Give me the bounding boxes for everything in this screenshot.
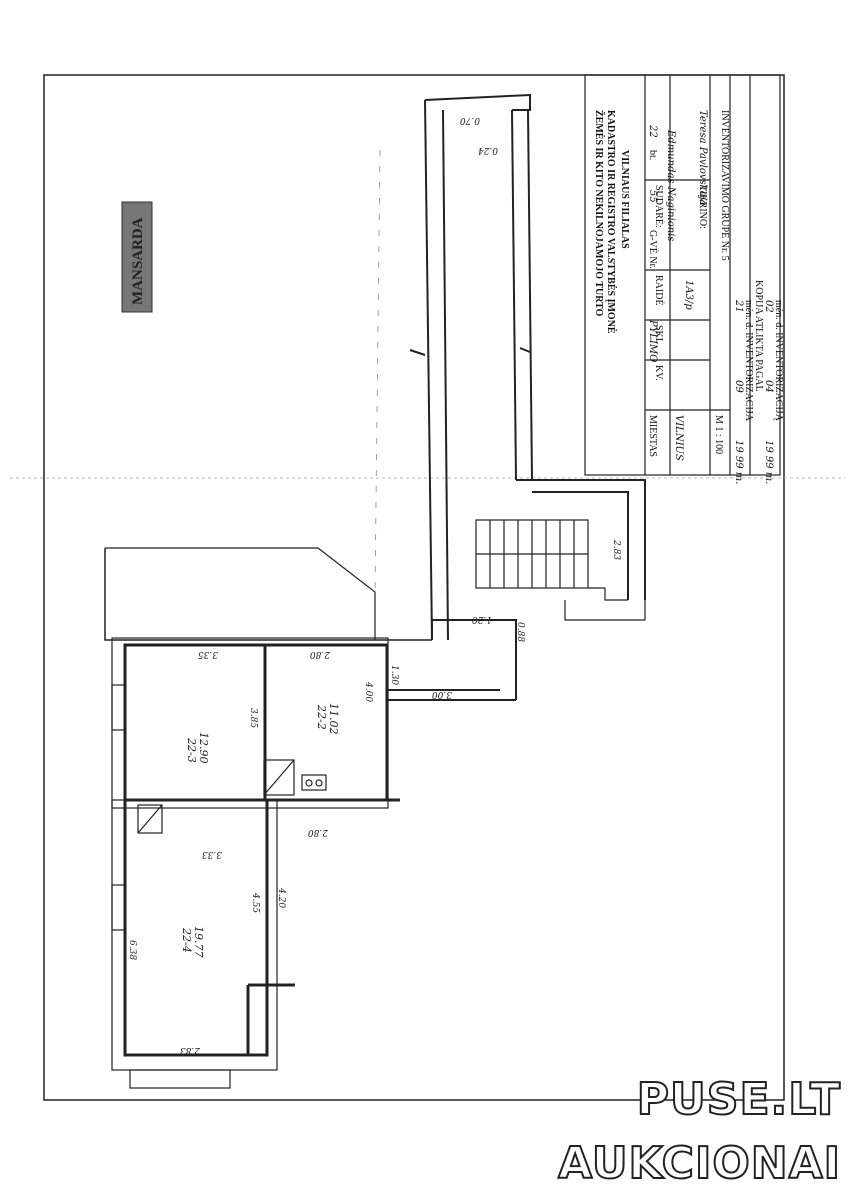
dim-1-20: 1.20 bbox=[472, 614, 492, 624]
room-22-4-id: 22-4 bbox=[180, 927, 193, 953]
room-22-2-id: 22-2 bbox=[315, 704, 328, 730]
dim-3-85: 3.85 bbox=[248, 708, 258, 728]
dimension-labels: 0.24 0.70 2.83 1.20 0.88 3.35 2.80 1.30 … bbox=[127, 115, 621, 1055]
room-labels: 22-3 12.90 22-2 11.02 22-4 19.77 bbox=[180, 703, 340, 958]
outer-frame bbox=[43, 74, 785, 1101]
copy-note: KOPIJA ATLIKTA PAGAL bbox=[753, 280, 764, 392]
dim-3-35: 3.35 bbox=[198, 649, 218, 659]
tikrino-value: Teresa Pavlovskaja bbox=[697, 110, 708, 206]
date1-year: 19 99 m. bbox=[733, 440, 744, 484]
lower-corridor-walls bbox=[386, 619, 517, 701]
dim-2-80-a: 2.80 bbox=[310, 649, 331, 659]
dim-2-83: 2.83 bbox=[611, 539, 621, 560]
room-22-2-area: 11.02 bbox=[327, 703, 340, 735]
tikrino-label: TIKRINO: bbox=[697, 185, 708, 229]
city-label: MIESTAS bbox=[647, 415, 658, 457]
apartment-walls bbox=[123, 643, 400, 1057]
date2-year: 19 99 m. bbox=[763, 440, 774, 484]
roof-line bbox=[105, 547, 376, 640]
dim-4-55: 4.55 bbox=[250, 892, 260, 913]
watermark-line-1: PUSE.LT bbox=[636, 1073, 841, 1126]
dim-6-38: 6.38 bbox=[127, 940, 137, 960]
dim-3-33: 3.33 bbox=[202, 849, 222, 859]
skl-label: SKL bbox=[653, 325, 664, 344]
city-value: VILNIUS bbox=[673, 415, 684, 461]
dim-0-88: 0.88 bbox=[515, 622, 525, 642]
street-value: PYLIMO bbox=[647, 319, 658, 362]
date2-month: 04 bbox=[763, 380, 774, 393]
dim-3-00: 3.00 bbox=[432, 689, 452, 699]
date2-day: 02 bbox=[763, 300, 774, 313]
dim-0-70: 0.70 bbox=[460, 115, 480, 125]
date2-suffix: mėn. d. INVENTORIZACIJĄ bbox=[773, 300, 784, 422]
watermark-line-2: AUKCIONAI bbox=[557, 1137, 841, 1190]
mansard-outline bbox=[104, 548, 432, 641]
scale: M 1 : 100 bbox=[713, 415, 724, 454]
room-22-4-area: 19.77 bbox=[192, 926, 205, 958]
apartment-inner bbox=[111, 637, 389, 1089]
date1-month: 09 bbox=[733, 380, 744, 393]
raide-value: 1A3/p bbox=[683, 280, 694, 310]
date1-day: 21 bbox=[733, 299, 744, 313]
org-line-1: ŽEMĖS IR KITO NEKILNOJAMOJO TURTO bbox=[593, 110, 605, 317]
sudare-label: SUDARĖ: bbox=[653, 185, 665, 228]
mansarda-stamp: MANSARDA bbox=[121, 201, 153, 313]
raide-label: RAIDĖ bbox=[653, 275, 665, 306]
title-block bbox=[584, 74, 781, 476]
dim-1-30: 1.30 bbox=[389, 665, 399, 685]
kv-label: KV. bbox=[653, 365, 664, 381]
dim-2-80-b: 2.80 bbox=[308, 827, 329, 837]
sudare-value: Edmundas Naginionis bbox=[665, 129, 676, 241]
house-value: 55 bbox=[647, 190, 658, 203]
svg-text:MANSARDA: MANSARDA bbox=[130, 217, 146, 305]
house-label: G-VĖ Nr. bbox=[647, 230, 659, 269]
org-line-2: KADASTRO IR REGISTRO VALSTYBĖS ĮMONĖ bbox=[605, 110, 617, 334]
inventorization-group: INVENTORIZAVIMO GRUPĖ Nr. 5 bbox=[719, 110, 731, 261]
org-line-3: VILNIAUS FILIALAS bbox=[619, 150, 630, 249]
dim-4-20: 4.20 bbox=[276, 887, 286, 908]
flat-label: bt. bbox=[647, 150, 658, 160]
dim-0-24: 0.24 bbox=[478, 145, 498, 155]
dim-2-83-b: 2.83 bbox=[180, 1045, 201, 1055]
date1-suffix: mėn. d. INVENTORIZACIJA bbox=[743, 300, 754, 422]
room-22-3-id: 22-3 bbox=[185, 737, 198, 763]
flat-value: 22 bbox=[647, 124, 658, 138]
staircase bbox=[475, 519, 646, 621]
corridor-walls bbox=[409, 93, 646, 641]
title-block-text: ŽEMĖS IR KITO NEKILNOJAMOJO TURTO KADAST… bbox=[593, 110, 784, 484]
room-22-3-area: 12.90 bbox=[197, 732, 210, 764]
projection-line bbox=[374, 149, 381, 593]
dim-4-00: 4.00 bbox=[363, 681, 373, 702]
